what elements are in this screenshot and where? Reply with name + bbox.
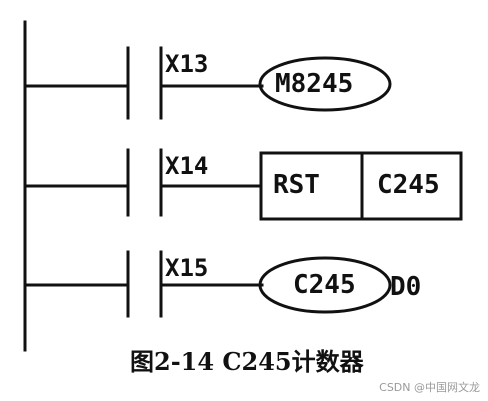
watermark: CSDN @中国网文龙 (379, 381, 480, 394)
rung-2-contact-label: X14 (165, 152, 209, 180)
rung-3-contact-label: X15 (165, 254, 209, 282)
rung-2-instruction-label: RST (273, 170, 320, 200)
rung-1-contact-label: X13 (165, 50, 209, 78)
rung-3-coil-label: C245 (293, 270, 356, 300)
rung-3-coil-suffix: D0 (390, 272, 422, 302)
rung-2-operand-label: C245 (377, 170, 440, 200)
rung-1-coil (258, 56, 392, 112)
rung-1-coil-label: M8245 (275, 69, 354, 99)
figure-caption: 图2-14 C245计数器 (130, 347, 364, 376)
rung-3-coil (258, 256, 392, 314)
